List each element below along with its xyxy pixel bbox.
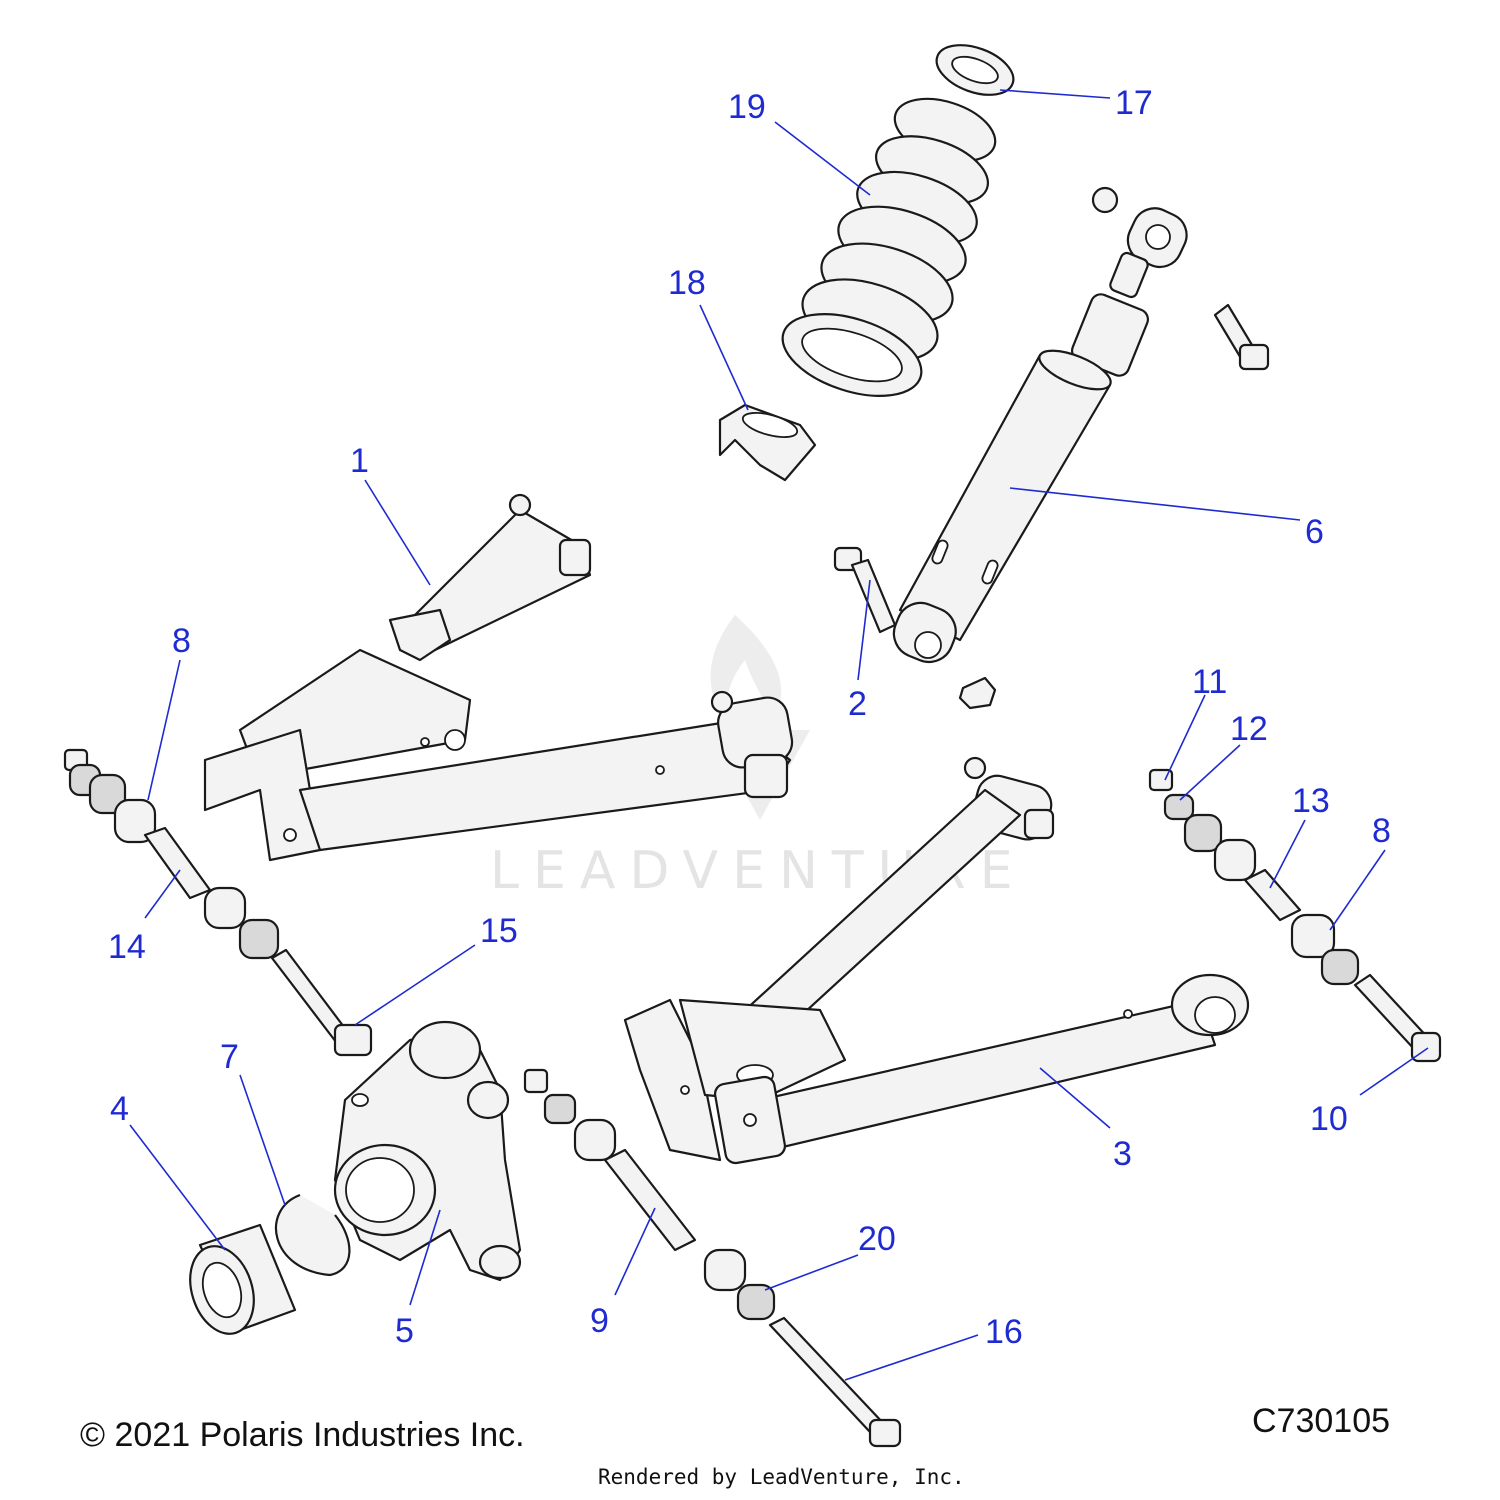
rendered-by-text: Rendered by LeadVenture, Inc. [598, 1465, 965, 1489]
shock-bolt-lower-part [833, 546, 897, 634]
retainer-clip-part [935, 44, 1015, 96]
callout-5: 5 [395, 1312, 414, 1350]
callout-8-left: 8 [172, 622, 191, 660]
snap-ring-part [274, 1193, 351, 1277]
callout-14: 14 [108, 928, 146, 966]
callout-7: 7 [220, 1038, 239, 1076]
callouts: 19 17 18 1 6 8 2 11 12 13 8 14 15 7 4 3 … [108, 84, 1391, 1351]
callout-12: 12 [1230, 710, 1268, 748]
right-hardware-stack [1148, 768, 1442, 1063]
callout-6: 6 [1305, 513, 1324, 551]
copyright-text: © 2021 Polaris Industries Inc. [80, 1416, 525, 1454]
callout-10: 10 [1310, 1100, 1348, 1138]
callout-11: 11 [1192, 663, 1227, 701]
callout-4: 4 [110, 1090, 129, 1128]
upper-a-arm-part [203, 493, 794, 862]
callout-17: 17 [1115, 84, 1153, 122]
bottom-hardware-stack [523, 1068, 902, 1448]
callout-15: 15 [480, 912, 518, 950]
spring-seat-part [718, 403, 817, 482]
callout-8-right: 8 [1372, 812, 1391, 850]
callout-19: 19 [728, 88, 766, 126]
knuckle-part [333, 1020, 522, 1282]
callout-13: 13 [1292, 782, 1330, 820]
callout-16: 16 [985, 1313, 1023, 1351]
bearing-part [189, 1223, 297, 1335]
shock-bolt-upper-part [1213, 303, 1270, 371]
callout-2: 2 [848, 685, 867, 723]
shock-absorber-part [892, 186, 1188, 710]
lower-a-arm-part [623, 756, 1250, 1165]
callout-1: 1 [350, 442, 369, 480]
coil-spring-part [781, 97, 997, 397]
leader-lines [129, 89, 1429, 1381]
drawing-id: C730105 [1252, 1402, 1390, 1440]
callout-18: 18 [668, 264, 706, 302]
callout-20: 20 [858, 1220, 896, 1258]
callout-9: 9 [590, 1302, 609, 1340]
left-hardware-stack [63, 748, 373, 1057]
callout-3: 3 [1113, 1135, 1132, 1173]
